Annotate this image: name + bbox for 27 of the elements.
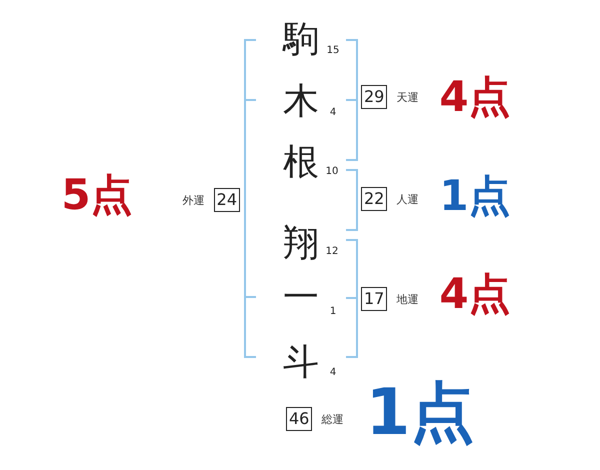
stroke-count: 1: [330, 307, 336, 317]
name-character: 斗: [283, 345, 319, 381]
name-character: 木: [283, 84, 319, 120]
fortune-label: 天運: [396, 92, 418, 102]
score-text: 4点: [439, 76, 511, 118]
score-text: 1点: [366, 381, 474, 445]
fortune-number-box: 17: [361, 287, 388, 311]
stroke-count: 4: [330, 368, 336, 378]
fortune-label: 外運: [182, 194, 205, 206]
score-text: 5点: [61, 174, 133, 216]
name-character: 翔: [283, 226, 319, 262]
fortune-number-box: 24: [214, 188, 240, 212]
score-text: 1点: [439, 175, 511, 217]
stroke-count: 12: [326, 247, 338, 257]
fortune-label: 人運: [396, 194, 418, 204]
stroke-count: 4: [330, 108, 336, 118]
fortune-label: 総運: [321, 414, 344, 424]
name-character: 一: [283, 280, 319, 316]
fortune-label: 地運: [396, 294, 418, 304]
stroke-count: 15: [326, 46, 340, 56]
name-character: 根: [283, 145, 319, 181]
stroke-count: 10: [326, 167, 338, 177]
fortune-number-box: 46: [286, 407, 312, 431]
fortune-number-box: 22: [361, 187, 388, 211]
name-character: 駒: [283, 22, 319, 58]
score-text: 4点: [439, 273, 511, 315]
fortune-number-box: 29: [361, 85, 388, 109]
